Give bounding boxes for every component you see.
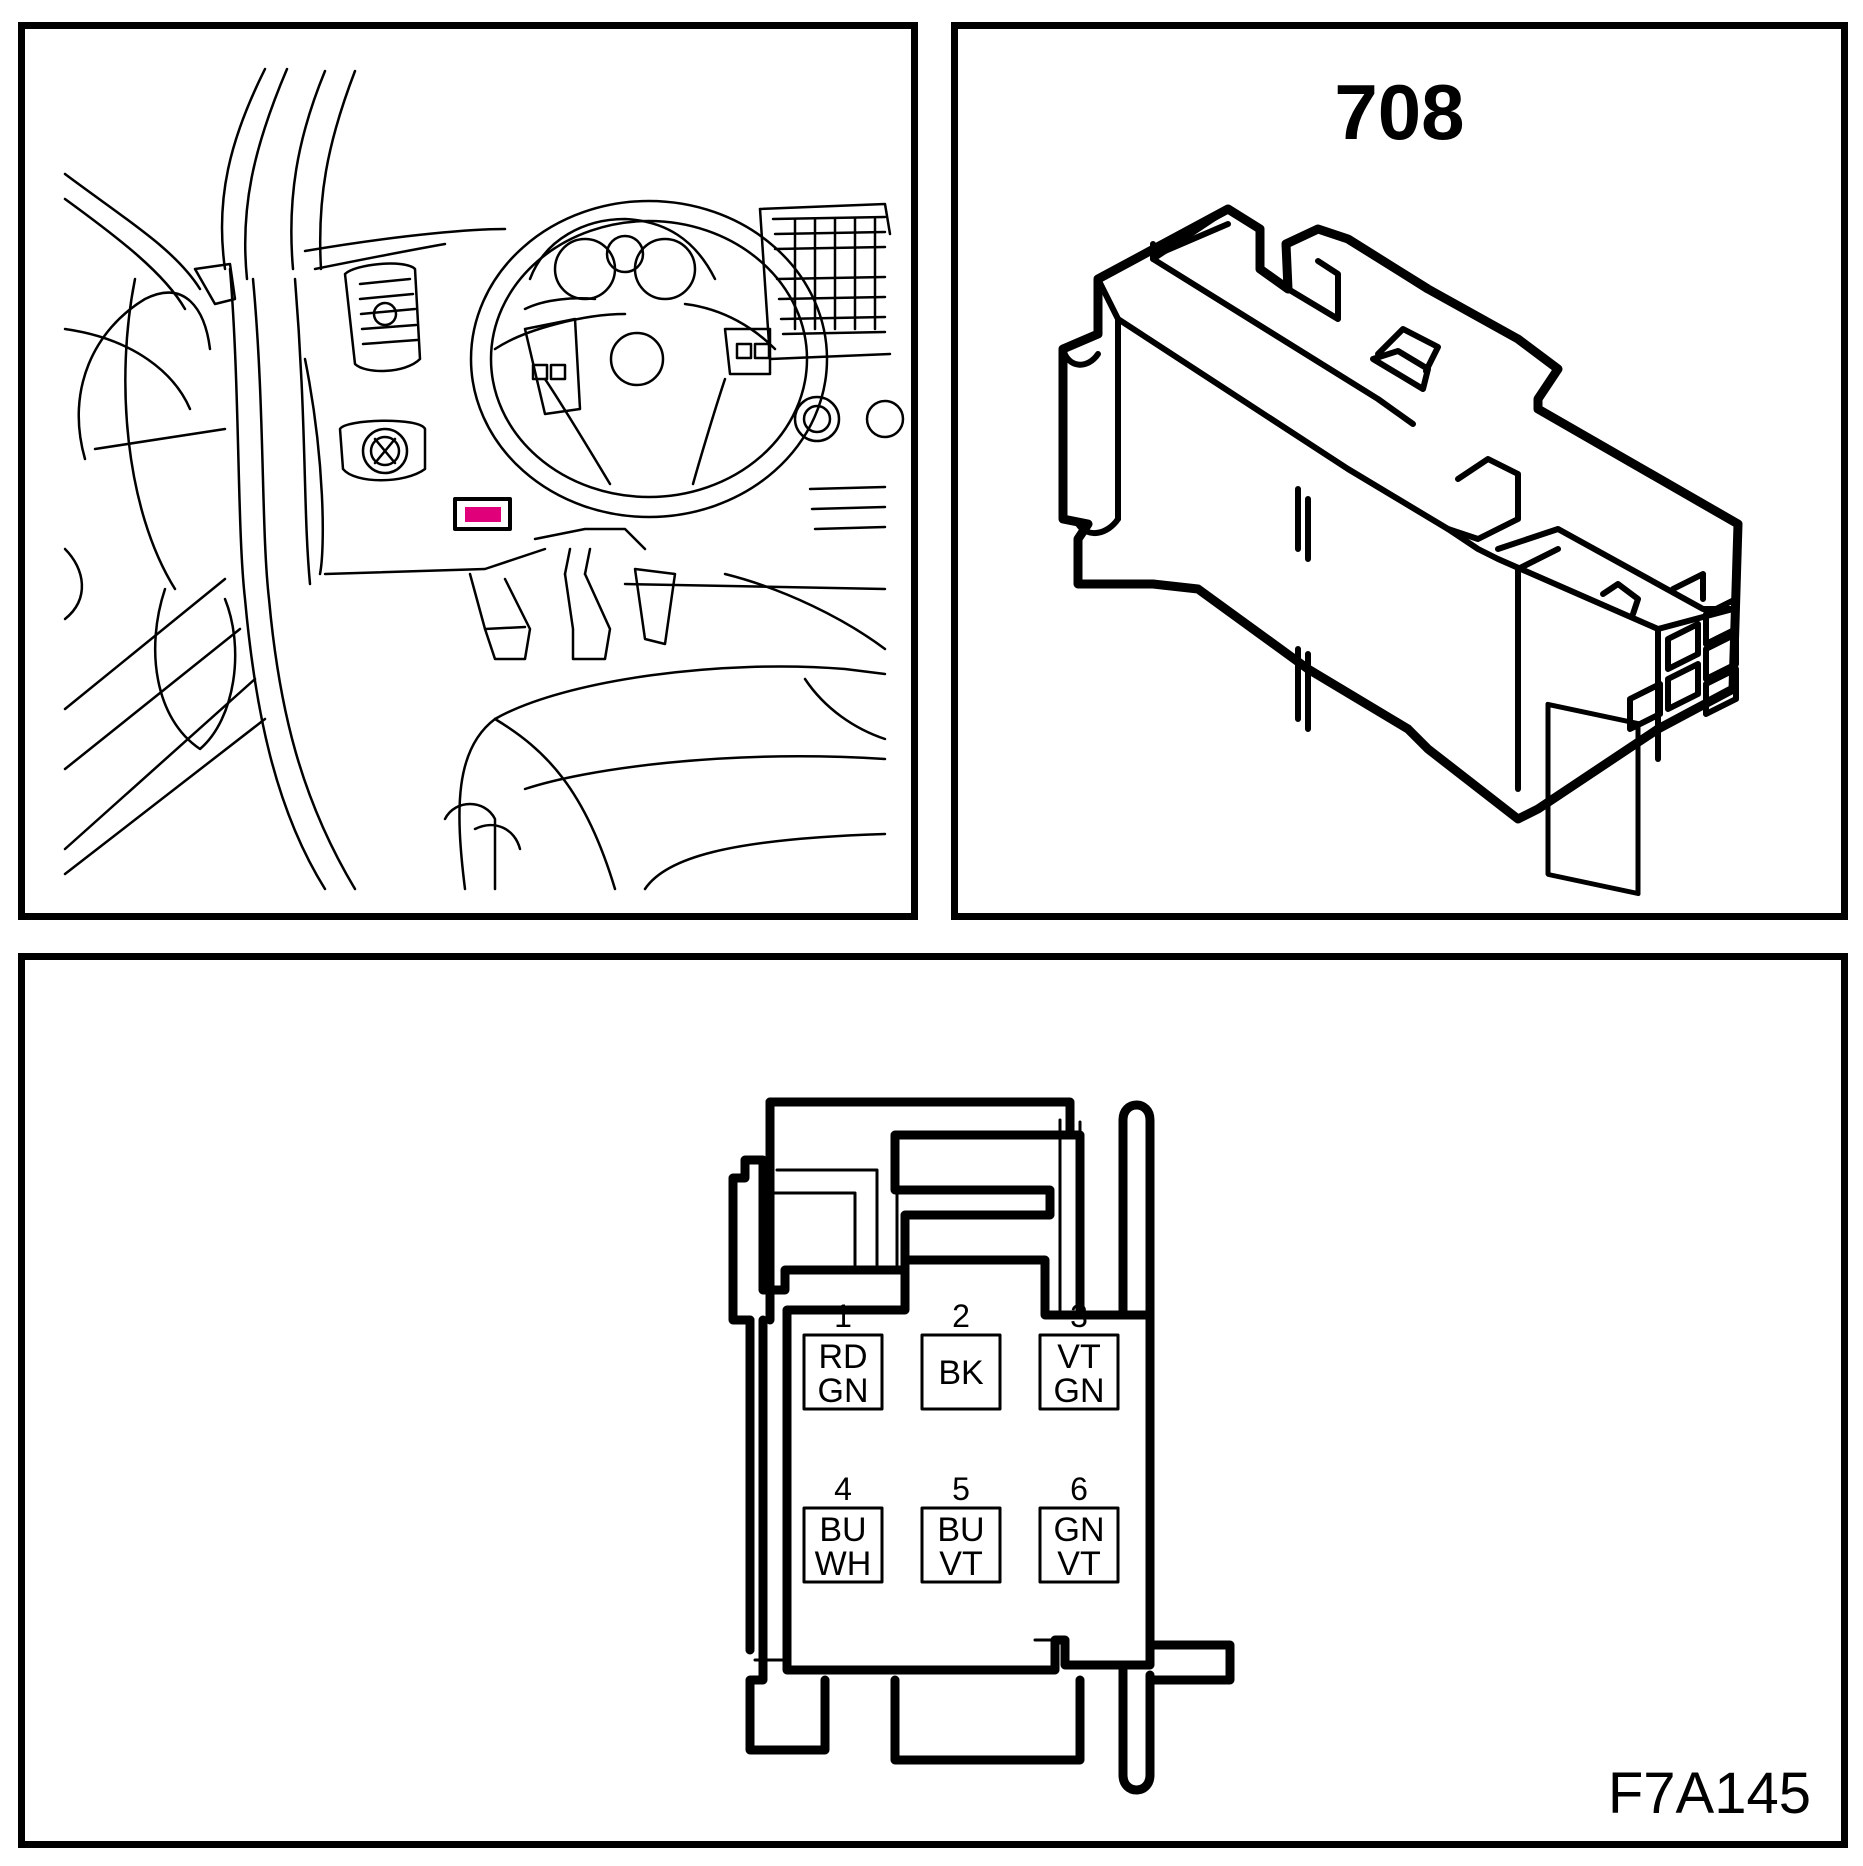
pin-cell-box (802, 1333, 884, 1411)
a-pillar-line (220, 67, 267, 271)
connector-housing-outline (1058, 204, 1743, 824)
connector-panel: 708 (951, 22, 1848, 920)
wire-color-label: BK (938, 1354, 984, 1392)
figure-code: F7A145 (1607, 1761, 1811, 1826)
pin-cell-box (920, 1333, 1002, 1411)
wire-color-label: VT (939, 1545, 982, 1583)
connector-location-frame (453, 497, 512, 531)
wire-color-label: VT (1057, 1545, 1100, 1583)
pin-2: 2BK (920, 1298, 1002, 1411)
wire-color-label: RD (818, 1338, 867, 1376)
connector-3d-drawing (1058, 204, 1743, 897)
connector-number: 708 (1334, 68, 1465, 156)
wire-color-label: GN (1054, 1372, 1105, 1410)
wire-color-label: VT (1057, 1338, 1100, 1376)
housing-body (782, 1255, 1155, 1675)
pin-number: 1 (834, 1298, 852, 1334)
pin-cavities (1627, 596, 1739, 732)
pin-number: 4 (834, 1471, 852, 1507)
wire-color-label: WH (815, 1545, 872, 1583)
housing-top-outline (728, 1097, 1075, 1330)
pin-number: 6 (1070, 1471, 1088, 1507)
wire-color-label: GN (818, 1372, 869, 1410)
pin-cell-box (1038, 1506, 1120, 1584)
location-panel (18, 22, 918, 920)
connector-location-marker (465, 507, 501, 522)
pin-cell-box (920, 1506, 1002, 1584)
pin-number: 2 (952, 1298, 970, 1334)
wire-color-label: BU (937, 1511, 984, 1549)
pin-cell-box (802, 1506, 884, 1584)
pin-number: 5 (952, 1471, 970, 1507)
latch-window (1545, 701, 1641, 897)
pin-cell-box (1038, 1333, 1120, 1411)
pin-number: 3 (1070, 1298, 1088, 1334)
wire-color-label: BU (819, 1511, 866, 1549)
wire-color-label: GN (1054, 1511, 1105, 1549)
dashboard-illustration (63, 67, 905, 891)
